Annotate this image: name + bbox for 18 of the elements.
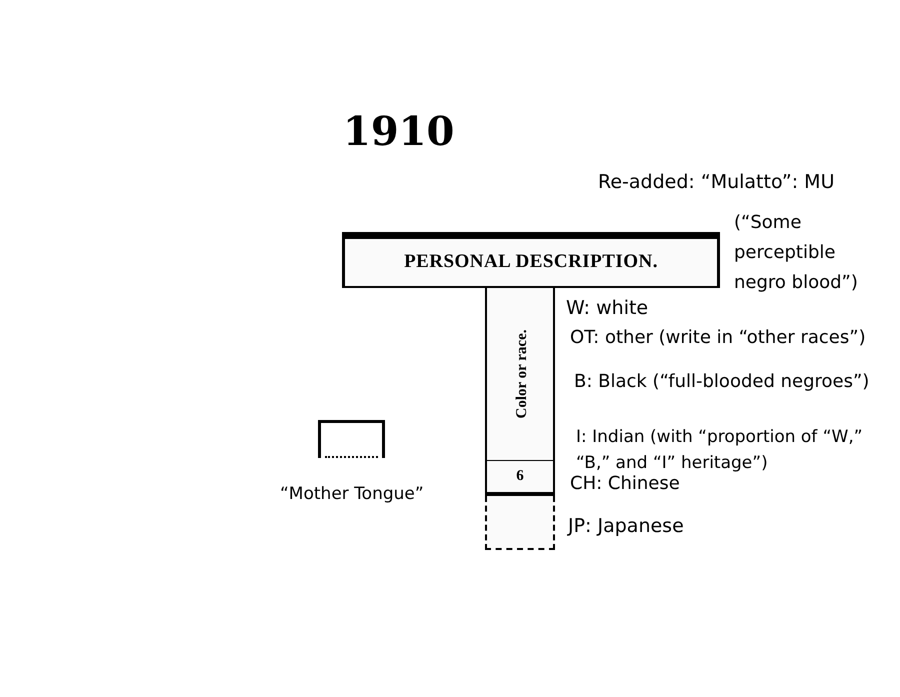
handwritten-note: Re-added: “Mulatto”: MU [598,170,836,195]
column-number: 6 [516,467,524,486]
handwritten-note: (“Some perceptible negro blood”) [734,211,859,295]
title: 1910 [343,112,454,152]
header-box [342,232,720,288]
handwritten-note: CH: Chinese [570,472,681,496]
handwritten-note: W: white [566,296,650,321]
blank-box-sketch [318,420,385,458]
handwritten-note: “Mother Tongue” [280,483,425,506]
handwritten-note: JP: Japanese [568,514,685,539]
entry-field [485,496,555,550]
header-text: PERSONAL DESCRIPTION. [404,250,658,274]
column-number-cell [485,460,555,496]
column-heading-box [485,288,555,460]
handwritten-note: OT: other (write in “other races”) [570,326,867,350]
handwritten-note: B: Black (“full-blooded negroes”) [574,370,870,394]
column-heading-text: Color or race. [512,330,531,418]
handwritten-note: I: Indian (with “proportion of “W,” “B,” and “I” heritage”) [576,426,864,475]
